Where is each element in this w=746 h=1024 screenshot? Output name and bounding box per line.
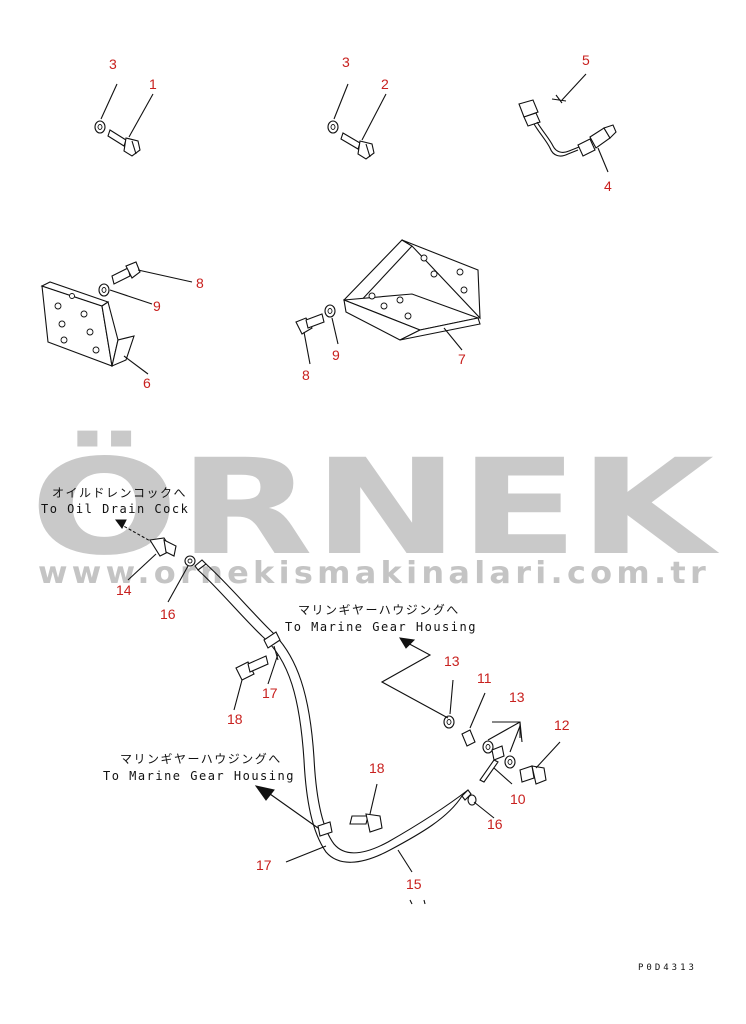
bracket-part-7 xyxy=(343,239,481,341)
bolt-part-8-left xyxy=(98,261,141,297)
bolt-part-2 xyxy=(327,120,375,160)
callout-16-a: 16 xyxy=(160,606,176,622)
callout-17-b: 17 xyxy=(256,857,272,873)
callout-18-a: 18 xyxy=(227,711,243,727)
callout-14: 14 xyxy=(116,582,132,598)
callout-2: 2 xyxy=(381,76,389,92)
watermark: ÖRNEK www.ornekismakinalari.com.tr xyxy=(30,431,720,591)
note-marine-gear-jp-1: マリンギヤーハウジングへ xyxy=(298,603,460,617)
callout-15: 15 xyxy=(406,876,422,892)
note-oil-drain-jp: オイルドレンコックへ xyxy=(52,486,187,500)
callout-10: 10 xyxy=(510,791,526,807)
note-marine-gear-en-1: To Marine Gear Housing xyxy=(285,620,477,634)
bolt-part-8-right xyxy=(295,304,336,335)
callout-17-a: 17 xyxy=(262,685,278,701)
callout-11: 11 xyxy=(477,670,492,686)
callout-16-b: 16 xyxy=(487,816,503,832)
sensor-part-4 xyxy=(518,94,617,157)
callout-4: 4 xyxy=(604,178,612,194)
fitting-part-14 xyxy=(119,523,196,567)
callout-3-a: 3 xyxy=(109,56,117,72)
callout-13-b: 13 xyxy=(509,689,525,705)
watermark-brand: ÖRNEK xyxy=(30,431,720,585)
callout-5: 5 xyxy=(582,52,590,68)
callout-18-b: 18 xyxy=(369,760,385,776)
callout-7: 7 xyxy=(458,351,466,367)
callout-1: 1 xyxy=(149,76,157,92)
callout-8-a: 8 xyxy=(196,275,204,291)
callout-9-a: 9 xyxy=(153,298,161,314)
connector-cluster xyxy=(443,715,547,806)
drawing-code: P0D4313 xyxy=(638,963,697,973)
pipe-part-15 xyxy=(194,559,472,863)
note-marine-gear-jp-2: マリンギヤーハウジングへ xyxy=(120,752,282,766)
bracket-part-6 xyxy=(40,281,135,367)
bolt-part-1 xyxy=(94,120,141,157)
bolt-part-18-lower xyxy=(349,813,383,833)
callout-6: 6 xyxy=(143,375,151,391)
leader-lines xyxy=(100,73,609,905)
note-marine-gear-en-2: To Marine Gear Housing xyxy=(103,769,295,783)
callout-8-b: 8 xyxy=(302,367,310,383)
callout-3-b: 3 xyxy=(342,54,350,70)
callout-12: 12 xyxy=(554,717,570,733)
watermark-url: www.ornekismakinalari.com.tr xyxy=(38,556,710,591)
callout-13-a: 13 xyxy=(444,653,460,669)
callout-numbers: 3 1 3 2 5 4 8 9 6 7 8 9 14 16 17 18 13 1… xyxy=(109,52,612,892)
callout-9-b: 9 xyxy=(332,347,340,363)
bolt-part-18-upper xyxy=(235,655,269,681)
destination-notes: オイルドレンコックへ To Oil Drain Cock マリンギヤーハウジング… xyxy=(41,486,477,783)
note-oil-drain-en: To Oil Drain Cock xyxy=(41,502,189,516)
